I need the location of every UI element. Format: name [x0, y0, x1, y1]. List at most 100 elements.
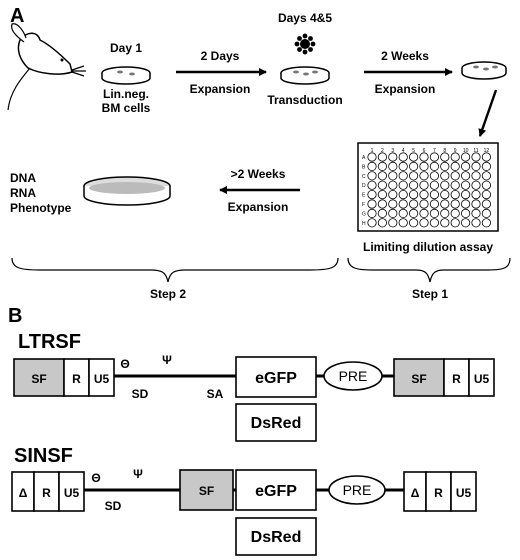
sinsf-u5-right-box	[450, 471, 477, 512]
plate-well	[367, 152, 377, 162]
sinsf-u5-right: U5	[456, 486, 472, 500]
plate-well	[471, 152, 481, 162]
plate-well	[460, 152, 471, 162]
plate-well	[471, 180, 481, 190]
plate-well	[481, 199, 491, 209]
plate-well	[398, 180, 408, 190]
plate-well	[450, 218, 460, 228]
plate-well	[388, 190, 398, 200]
sinsf-u5-left: U5	[64, 486, 80, 500]
plate-well	[377, 199, 387, 209]
ltrsf-theta: Θ	[120, 357, 129, 371]
plate-column-label: 8	[443, 148, 446, 154]
plate-well	[377, 161, 387, 171]
step2-label: Step 2	[150, 287, 186, 301]
plate-well	[460, 161, 471, 171]
plate-well	[429, 190, 439, 200]
plate-well	[440, 208, 450, 218]
plate-well	[450, 190, 460, 200]
plate-well	[429, 152, 439, 162]
plate-column-label: 11	[473, 148, 478, 154]
plate-well	[408, 208, 419, 218]
ltrsf-r-right: R	[452, 372, 461, 386]
ltrsf-psi: Ψ	[162, 353, 172, 367]
plate-well	[429, 208, 439, 218]
step-2weeks-label: 2 Weeks	[381, 49, 429, 63]
transduction-label: Transduction	[267, 93, 342, 107]
sinsf-sf: SF	[199, 484, 214, 498]
plate-column-label: 2	[381, 148, 384, 154]
sinsf-delta-right: Δ	[411, 486, 420, 500]
plate-well	[471, 218, 481, 228]
step-gt2weeks-expansion: Expansion	[228, 200, 289, 214]
plate-well	[481, 152, 491, 162]
ltrsf-sd: SD	[132, 387, 149, 401]
step1-label: Step 1	[412, 287, 448, 301]
plate-well	[388, 199, 398, 209]
plate-well	[450, 161, 460, 171]
plate-well	[377, 208, 387, 218]
plate-well	[398, 171, 408, 181]
plate-well	[419, 152, 429, 162]
plate-well	[377, 218, 387, 228]
sinsf-u5-left-box	[58, 471, 85, 512]
plate-column-label: 7	[433, 148, 436, 154]
plate-well	[471, 161, 481, 171]
culture-dish-expanded	[461, 61, 507, 80]
sinsf-r-right: R	[434, 486, 443, 500]
plate-column-label: 9	[454, 148, 457, 154]
culture-dish-large	[83, 176, 171, 206]
plate-well	[460, 190, 471, 200]
plate-well	[440, 180, 450, 190]
readout-rna: RNA	[10, 186, 36, 200]
limiting-dilution-label: Limiting dilution assay	[363, 240, 493, 254]
sinsf-dsred-box	[235, 517, 317, 556]
sinsf-name: SINSF	[14, 445, 73, 467]
plate-well	[408, 152, 419, 162]
step-2days-label: 2 Days	[201, 49, 240, 63]
ltrsf-sf-left-box	[13, 358, 65, 397]
ltrsf-r-left: R	[72, 372, 81, 386]
plate-well	[398, 152, 408, 162]
plate-well	[471, 199, 481, 209]
plate-well	[367, 208, 377, 218]
readout-dna: DNA	[10, 171, 36, 185]
sinsf-psi: Ψ	[133, 467, 143, 481]
plate-well	[460, 199, 471, 209]
panel-b-label: B	[8, 305, 22, 327]
plate-well	[440, 199, 450, 209]
plate-well	[377, 180, 387, 190]
sinsf-sd: SD	[105, 499, 122, 513]
sinsf-construct: Δ R U5 Θ Ψ SD SF eGFP DsRed PRE Δ R U5	[11, 467, 477, 556]
plate-well	[481, 190, 491, 200]
plate-well	[377, 152, 387, 162]
sinsf-egfp: eGFP	[255, 483, 297, 500]
plate-well	[481, 180, 491, 190]
plate-well	[408, 190, 419, 200]
plate-well	[471, 190, 481, 200]
panel-a-label: A	[10, 5, 24, 27]
plate-well	[419, 190, 429, 200]
plate-well	[388, 180, 398, 190]
ltrsf-egfp: eGFP	[255, 370, 297, 387]
mouse-icon	[7, 23, 86, 111]
plate-well	[429, 161, 439, 171]
plate-well	[419, 218, 429, 228]
step-2days-expansion: Expansion	[190, 82, 251, 96]
ltrsf-sf-right-box	[393, 358, 445, 397]
ltrsf-sf-right: SF	[411, 372, 426, 386]
plate-well	[429, 171, 439, 181]
plate-well	[367, 218, 377, 228]
plate-column-label: 6	[423, 148, 426, 154]
sinsf-delta-left: Δ	[19, 486, 28, 500]
sinsf-r-left: R	[42, 486, 51, 500]
ltrsf-construct: SF R U5 Θ Ψ SD SA eGFP DsRed PRE SF R U5	[13, 353, 495, 442]
plate-well	[481, 218, 491, 228]
plate-well	[408, 180, 419, 190]
ltrsf-dsred: DsRed	[251, 415, 302, 432]
plate-well	[429, 218, 439, 228]
plate-well	[419, 171, 429, 181]
plate-column-label: 5	[412, 148, 415, 154]
plate-well	[388, 152, 398, 162]
